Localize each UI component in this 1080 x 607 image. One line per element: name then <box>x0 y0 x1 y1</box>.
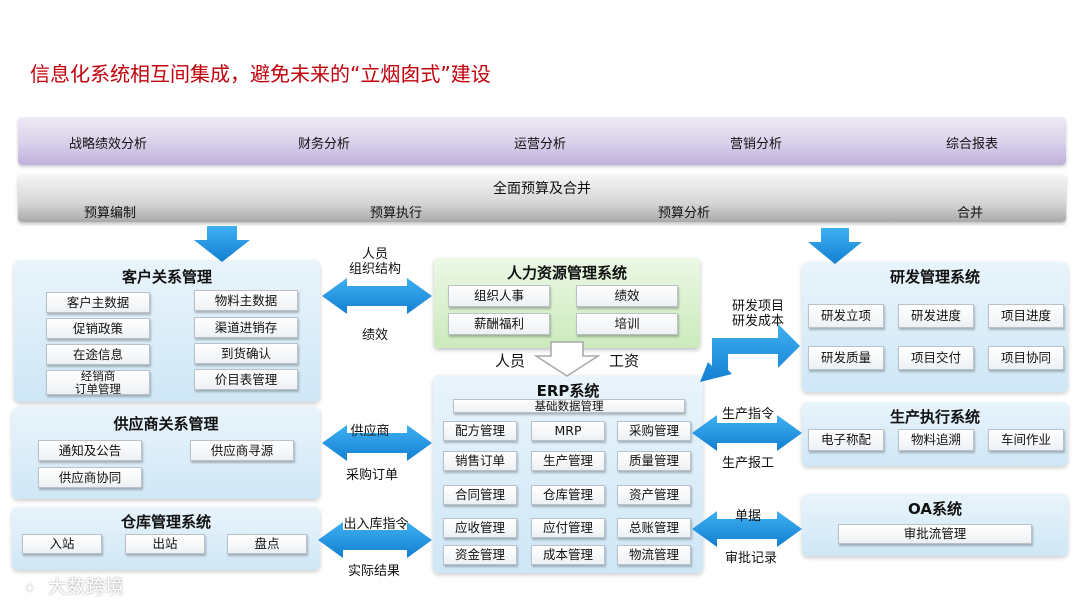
rd-panel: 研发管理系统 研发立项 研发进度 项目进度 研发质量 项目交付 项目协同 <box>802 262 1068 392</box>
flow-label: 人员 组织结构 <box>348 247 402 277</box>
flow-label: 生产指令 <box>721 407 775 422</box>
mes-item[interactable]: 车间作业 <box>988 429 1064 451</box>
budget-title: 全面预算及合并 <box>493 181 591 197</box>
wms-title: 仓库管理系统 <box>120 513 211 531</box>
rd-item[interactable]: 研发质量 <box>808 346 884 370</box>
oa-panel: OA系统 审批流管理 <box>802 494 1068 556</box>
flow-label: 研发项目 研发成本 <box>731 299 785 329</box>
logo-icon: ✦ <box>18 579 42 599</box>
wms-item[interactable]: 盘点 <box>227 534 307 554</box>
double-arrow-srm-erp-icon <box>322 425 432 461</box>
erp-item[interactable]: 仓库管理 <box>531 485 605 505</box>
hr-title: 人力资源管理系统 <box>506 264 627 282</box>
hollow-arrow-hr-erp-icon <box>533 341 601 377</box>
flow-label: 供应商 <box>350 424 390 439</box>
crm-title: 客户关系管理 <box>121 268 212 286</box>
erp-item[interactable]: 资产管理 <box>617 485 691 505</box>
hr-panel: 人力资源管理系统 组织人事 绩效 薪酬福利 培训 <box>434 258 700 348</box>
crm-item[interactable]: 渠道进销存 <box>194 317 298 338</box>
double-arrow-wms-erp-icon <box>318 522 432 558</box>
erp-base-data[interactable]: 基础数据管理 <box>453 399 685 413</box>
srm-title: 供应商关系管理 <box>113 415 219 433</box>
wms-item[interactable]: 入站 <box>22 534 102 554</box>
crm-item[interactable]: 到货确认 <box>194 343 298 364</box>
watermark-text: 大数跨境 <box>47 576 124 598</box>
erp-item[interactable]: 生产管理 <box>531 451 605 471</box>
oa-item[interactable]: 审批流管理 <box>838 524 1032 544</box>
rd-item[interactable]: 研发进度 <box>898 304 974 328</box>
hr-item[interactable]: 培训 <box>576 313 678 335</box>
erp-item[interactable]: 配方管理 <box>443 421 517 441</box>
flow-label: 绩效 <box>361 328 389 343</box>
flow-label: 生产报工 <box>721 456 775 471</box>
crm-item[interactable]: 客户主数据 <box>46 292 150 313</box>
double-arrow-erp-oa-icon <box>692 511 802 547</box>
flow-label: 审批记录 <box>724 551 778 566</box>
down-arrow-left-icon <box>194 226 250 262</box>
erp-item[interactable]: 物流管理 <box>617 545 691 565</box>
srm-item[interactable]: 供应商协同 <box>38 467 142 488</box>
erp-item[interactable]: 应收管理 <box>443 518 517 538</box>
rd-title: 研发管理系统 <box>889 268 980 286</box>
analysis-item: 综合报表 <box>945 137 999 152</box>
rd-item[interactable]: 研发立项 <box>808 304 884 328</box>
double-arrow-crm-hr-icon <box>322 278 432 314</box>
bent-arrow-erp-rd-icon <box>700 324 800 382</box>
flow-label: 工资 <box>608 352 640 370</box>
crm-item[interactable]: 在途信息 <box>46 344 150 365</box>
budget-item: 预算编制 <box>83 206 137 221</box>
crm-item[interactable]: 物料主数据 <box>194 290 298 311</box>
budget-bar: 全面预算及合并 预算编制 预算执行 预算分析 合并 <box>18 174 1066 222</box>
analysis-bar: 战略绩效分析 财务分析 运营分析 营销分析 综合报表 <box>18 117 1066 165</box>
analysis-item: 运营分析 <box>513 137 567 152</box>
flow-label: 采购订单 <box>345 468 399 483</box>
erp-item[interactable]: 销售订单 <box>443 451 517 471</box>
wms-panel: 仓库管理系统 入站 出站 盘点 <box>12 507 320 570</box>
analysis-item: 营销分析 <box>729 137 783 152</box>
flow-label: 实际结果 <box>347 564 401 579</box>
crm-item[interactable]: 促销政策 <box>46 318 150 339</box>
rd-item[interactable]: 项目协同 <box>988 346 1064 370</box>
srm-item[interactable]: 通知及公告 <box>38 440 142 461</box>
budget-item: 预算分析 <box>657 206 711 221</box>
analysis-item: 战略绩效分析 <box>68 137 148 152</box>
hr-item[interactable]: 绩效 <box>576 285 678 307</box>
crm-item[interactable]: 经销商 订单管理 <box>46 370 150 395</box>
flow-label: 人员 <box>494 352 526 370</box>
erp-item[interactable]: MRP <box>531 421 605 441</box>
analysis-item: 财务分析 <box>297 137 351 152</box>
flow-label: 单据 <box>734 509 762 524</box>
double-arrow-erp-mes-icon <box>692 415 802 451</box>
budget-item: 合并 <box>956 206 984 221</box>
srm-panel: 供应商关系管理 通知及公告 供应商寻源 供应商协同 <box>12 407 320 499</box>
crm-panel: 客户关系管理 客户主数据 物料主数据 促销政策 渠道进销存 在途信息 到货确认 … <box>14 260 320 402</box>
hr-item[interactable]: 组织人事 <box>448 285 550 307</box>
srm-item[interactable]: 供应商寻源 <box>190 440 294 461</box>
erp-panel: ERP系统 基础数据管理 配方管理 MRP 采购管理 销售订单 生产管理 质量管… <box>433 375 703 573</box>
budget-item: 预算执行 <box>369 206 423 221</box>
flow-label: 出入库指令 <box>343 517 409 532</box>
mes-title: 生产执行系统 <box>889 408 980 426</box>
mes-item[interactable]: 物料追溯 <box>898 429 974 451</box>
page-title: 信息化系统相互间集成，避免未来的“立烟囱式”建设 <box>30 62 491 86</box>
erp-item[interactable]: 质量管理 <box>617 451 691 471</box>
erp-title: ERP系统 <box>536 382 600 400</box>
crm-item[interactable]: 价目表管理 <box>194 369 298 390</box>
hr-item[interactable]: 薪酬福利 <box>448 313 550 335</box>
erp-item[interactable]: 采购管理 <box>617 421 691 441</box>
erp-item[interactable]: 应付管理 <box>531 518 605 538</box>
watermark: ✦大数跨境 <box>18 572 124 599</box>
erp-item[interactable]: 总账管理 <box>617 518 691 538</box>
mes-item[interactable]: 电子称配 <box>808 429 884 451</box>
wms-item[interactable]: 出站 <box>125 534 205 554</box>
erp-item[interactable]: 成本管理 <box>531 545 605 565</box>
rd-item[interactable]: 项目交付 <box>898 346 974 370</box>
mes-panel: 生产执行系统 电子称配 物料追溯 车间作业 <box>802 402 1068 466</box>
oa-title: OA系统 <box>908 500 962 518</box>
down-arrow-right-icon <box>808 228 862 264</box>
rd-item[interactable]: 项目进度 <box>988 304 1064 328</box>
erp-item[interactable]: 合同管理 <box>443 485 517 505</box>
erp-item[interactable]: 资金管理 <box>443 545 517 565</box>
